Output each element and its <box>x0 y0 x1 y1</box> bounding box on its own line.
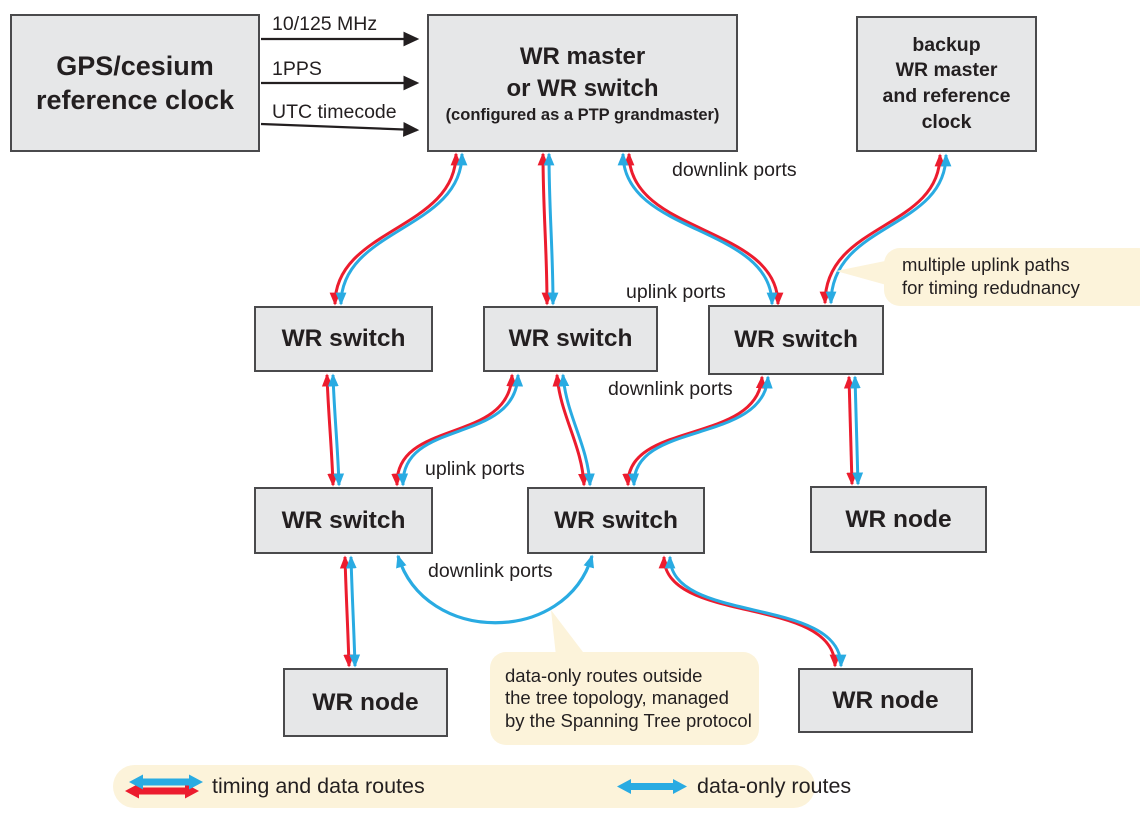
redundancy-line2: for timing redudnancy <box>902 277 1080 298</box>
gps-feed-arrows <box>260 31 420 137</box>
feed-label-utc-timecode: UTC timecode <box>272 101 397 123</box>
data-only-route-arc <box>396 554 594 625</box>
box-wr-switch-3: WR switch <box>708 305 884 375</box>
label-downlink-ports-top: downlink ports <box>672 159 797 181</box>
label-downlink-ports-low: downlink ports <box>428 560 553 582</box>
box-wr-switch-4: WR switch <box>254 487 433 554</box>
backup-label-line3: and reference clock <box>882 85 1011 133</box>
label-uplink-ports-mid: uplink ports <box>626 281 726 303</box>
timing-and-data-arrow-icon <box>125 774 203 799</box>
feed-label-1pps: 1PPS <box>272 58 322 80</box>
stp-line2: the tree topology, managed <box>505 687 729 709</box>
box-wr-switch-1: WR switch <box>254 306 433 372</box>
node-bottom-right-label: WR node <box>832 686 939 714</box>
feed-label-10-125mhz: 10/125 MHz <box>272 13 378 35</box>
link-switch5-node-bottom-right <box>658 555 847 668</box>
stp-line1: data-only routes outside <box>505 664 703 686</box>
data-only-arrow-icon <box>617 779 687 794</box>
box-wr-master: WR master or WR switch (configured as a … <box>427 14 738 152</box>
label-uplink-ports-low: uplink ports <box>425 458 525 480</box>
switch1-label: WR switch <box>281 325 406 352</box>
master-title-line1: WR master <box>519 43 646 71</box>
gps-label-line2: reference clock <box>35 85 235 115</box>
legend-timing-and-data-label: timing and data routes <box>212 774 425 798</box>
link-master-switch2 <box>537 152 559 306</box>
node-bottom-left-label: WR node <box>312 688 419 716</box>
box-wr-switch-5: WR switch <box>527 487 705 554</box>
box-wr-node-bottom-right: WR node <box>798 668 973 733</box>
stp-callout-tail <box>551 610 586 656</box>
stp-line3: by the Spanning Tree protocol <box>505 709 752 731</box>
backup-label-line1: backup <box>912 33 981 56</box>
link-master-switch3 <box>617 152 784 306</box>
link-switch2-switch4 <box>391 373 524 487</box>
link-switch1-switch4 <box>321 373 345 487</box>
link-switch3-node-right <box>843 375 864 486</box>
node-right-label: WR node <box>845 505 952 533</box>
label-downlink-ports-mid: downlink ports <box>608 378 733 400</box>
switch5-label: WR switch <box>554 506 678 534</box>
gps-label-line1: GPS/cesium <box>56 50 214 81</box>
master-subtitle: (configured as a PTP grandmaster) <box>445 105 720 124</box>
timing-and-data-routes <box>321 152 952 668</box>
link-switch3-switch5 <box>622 375 773 487</box>
link-switch4-node-bottom-left <box>339 555 361 668</box>
box-gps-reference-clock: GPS/cesium reference clock <box>10 14 260 152</box>
switch4-label: WR switch <box>281 506 406 534</box>
backup-label-line2: WR master <box>895 59 998 82</box>
callout-spanning-tree: data-only routes outside the tree topolo… <box>490 652 759 745</box>
box-wr-node-bottom-left: WR node <box>283 668 448 737</box>
box-wr-node-right: WR node <box>810 486 987 553</box>
callout-tails <box>551 260 890 656</box>
box-wr-switch-2: WR switch <box>483 306 658 372</box>
legend: timing and data routes data-only routes <box>113 765 851 808</box>
link-master-switch1 <box>329 152 468 306</box>
switch3-label: WR switch <box>734 326 858 353</box>
redundancy-callout-tail <box>836 260 890 286</box>
switch2-label: WR switch <box>508 325 633 352</box>
link-switch2-switch5 <box>552 373 595 487</box>
callout-timing-redundancy: multiple uplink paths for timing redudna… <box>884 248 1140 306</box>
box-backup-wr-master: backup WR master and reference clock <box>856 16 1037 152</box>
legend-data-only-label: data-only routes <box>697 774 852 798</box>
master-title-line2: or WR switch <box>506 74 659 102</box>
redundancy-line1: multiple uplink paths <box>902 254 1070 276</box>
link-backup-switch3 <box>819 153 952 305</box>
